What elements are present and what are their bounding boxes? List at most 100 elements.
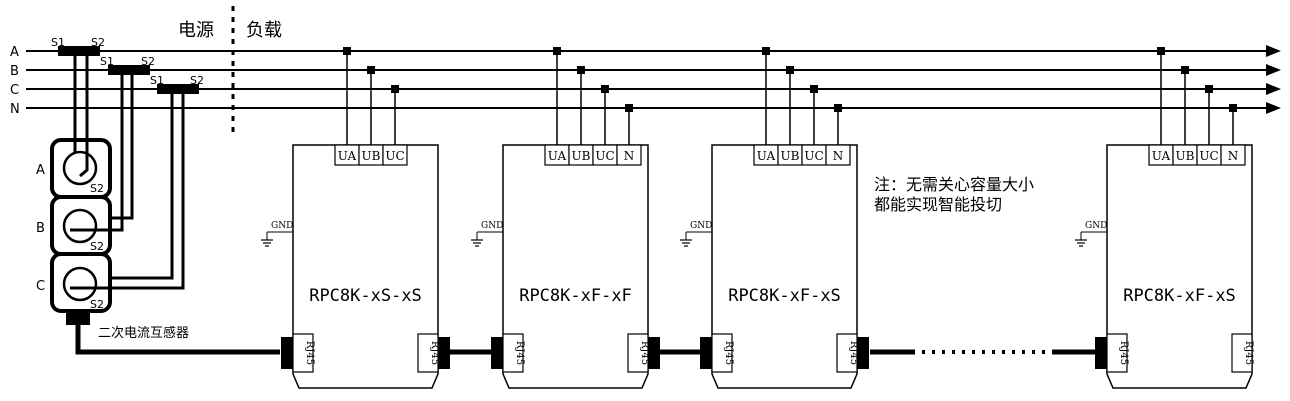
ct-c-s1: S1 xyxy=(150,74,164,87)
bus-ct-a xyxy=(58,46,100,56)
rj45-plug xyxy=(438,337,450,369)
unit-terminal-label: UC xyxy=(804,149,823,163)
ct-coil-a xyxy=(62,150,98,186)
ct-coil-c xyxy=(62,266,98,302)
rj45-label: RJ45 xyxy=(514,341,525,365)
unit-body xyxy=(1106,144,1253,389)
bus-arrow-b xyxy=(1266,64,1281,76)
ct-secondary-wiring xyxy=(70,56,185,290)
comm-cable-ct-to-unit1 xyxy=(75,325,280,355)
note-line-1: 注：无需关心容量大小 xyxy=(874,175,1034,194)
unit-2: UA UB UC N GND RPC8K-xF-xF RJ45 RJ45 xyxy=(471,47,660,389)
rj45-plug xyxy=(1095,337,1107,369)
bus-junction-dot xyxy=(577,66,585,74)
phase-label-n: N xyxy=(10,102,20,117)
ct-box-s2-b: S2 xyxy=(90,240,104,253)
rj45-plug xyxy=(857,337,869,369)
unit-terminal-label: UA xyxy=(757,149,776,163)
bus-junction-dot xyxy=(553,47,561,55)
units-layer: UA UB UC GND RPC8K-xS-xS RJ45 RJ45 UA UB UC N GND RP… xyxy=(261,47,1254,389)
bus-junction-dot xyxy=(1229,104,1237,112)
ct-box-label-b: B xyxy=(36,221,45,236)
ct-wire-c-s2 xyxy=(70,94,185,290)
rj45-plug xyxy=(700,337,712,369)
ct-box-c xyxy=(50,252,112,313)
ct-a-s2: S2 xyxy=(91,36,105,49)
unit-terminal-label: UA xyxy=(338,149,357,163)
unit-terminal-label: UB xyxy=(362,149,381,163)
ct-box-s2-c: S2 xyxy=(90,298,104,311)
gnd-label: GND xyxy=(481,221,503,231)
bus-junction-dot xyxy=(810,85,818,93)
gnd-label: GND xyxy=(271,221,293,231)
load-label: 负载 xyxy=(246,20,282,41)
bus-ct-b xyxy=(108,65,150,75)
phase-label-c: C xyxy=(10,83,19,98)
ct-b-s1: S1 xyxy=(100,55,114,68)
unit-model-label: RPC8K-xF-xF xyxy=(519,286,632,306)
secondary-ct-block: A B C S2 S2 S2 二次电流互感器 xyxy=(36,138,189,341)
unit-terminal-label: N xyxy=(1228,149,1239,163)
phase-label-b: B xyxy=(10,64,19,79)
unit-model-label: RPC8K-xF-xS xyxy=(1123,286,1236,306)
unit-terminal-label: UA xyxy=(1152,149,1171,163)
bus-junction-dot xyxy=(601,85,609,93)
ct-wire-b-s2 xyxy=(110,75,134,220)
bus-junction-dot xyxy=(762,47,770,55)
ct-wire-c-s1 xyxy=(110,94,174,280)
ct-a-s1: S1 xyxy=(51,36,65,49)
rj45-label: RJ45 xyxy=(1118,341,1129,365)
bus-junction-dot xyxy=(391,85,399,93)
ct-block-connector xyxy=(66,313,90,325)
ct-box-label-c: C xyxy=(36,279,45,294)
unit-terminal-label: UA xyxy=(548,149,567,163)
rj45-port xyxy=(1231,333,1253,373)
ct-c-s2: S2 xyxy=(190,74,204,87)
ct-b-s2: S2 xyxy=(141,55,155,68)
rj45-label: RJ45 xyxy=(723,341,734,365)
rj45-label: RJ45 xyxy=(848,341,859,365)
unit-terminal-label: UB xyxy=(781,149,800,163)
gnd-label: GND xyxy=(1085,221,1107,231)
bus-junction-dot xyxy=(1157,47,1165,55)
ct-box-label-a: A xyxy=(36,163,45,178)
note-line-2: 都能实现智能投切 xyxy=(874,195,1002,214)
comm-chain xyxy=(75,325,1098,355)
bus-arrow-c xyxy=(1266,83,1281,95)
unit-terminal-label: UB xyxy=(572,149,591,163)
bus-ct-c xyxy=(157,84,199,94)
rj45-label: RJ45 xyxy=(1243,341,1254,365)
phase-label-a: A xyxy=(10,45,19,60)
unit-terminal-label: UC xyxy=(595,149,614,163)
rj45-label: RJ45 xyxy=(304,341,315,365)
unit-4: UA UB UC N GND RPC8K-xF-xS RJ45 RJ45 xyxy=(1075,47,1254,389)
unit-terminal-label: N xyxy=(624,149,635,163)
unit-terminal-label: UB xyxy=(1176,149,1195,163)
gnd-label: GND xyxy=(690,221,712,231)
bus-junction-dot xyxy=(343,47,351,55)
ct-wire-a-s2 xyxy=(79,56,89,178)
ct-wire-b-s1 xyxy=(70,75,124,232)
unit-model-label: RPC8K-xS-xS xyxy=(309,286,422,306)
bus-junction-dot xyxy=(834,104,842,112)
rj45-plug xyxy=(648,337,660,369)
unit-body xyxy=(502,144,649,389)
bus-junction-dot xyxy=(625,104,633,112)
rj45-plug xyxy=(491,337,503,369)
bus-junction-dot xyxy=(786,66,794,74)
unit-model-label: RPC8K-xF-xS xyxy=(728,286,841,306)
ct-box-s2-a: S2 xyxy=(90,182,104,195)
rj45-plug xyxy=(281,337,293,369)
bus-junction-dot xyxy=(1181,66,1189,74)
rj45-label: RJ45 xyxy=(639,341,650,365)
phase-bus: A B C N xyxy=(10,45,1281,117)
bus-junction-dot xyxy=(1205,85,1213,93)
bus-arrow-n xyxy=(1266,102,1281,114)
bus-junction-dot xyxy=(367,66,375,74)
rj45-label: RJ45 xyxy=(429,341,440,365)
unit-terminal-label: UC xyxy=(1199,149,1218,163)
source-label: 电源 xyxy=(178,20,214,41)
